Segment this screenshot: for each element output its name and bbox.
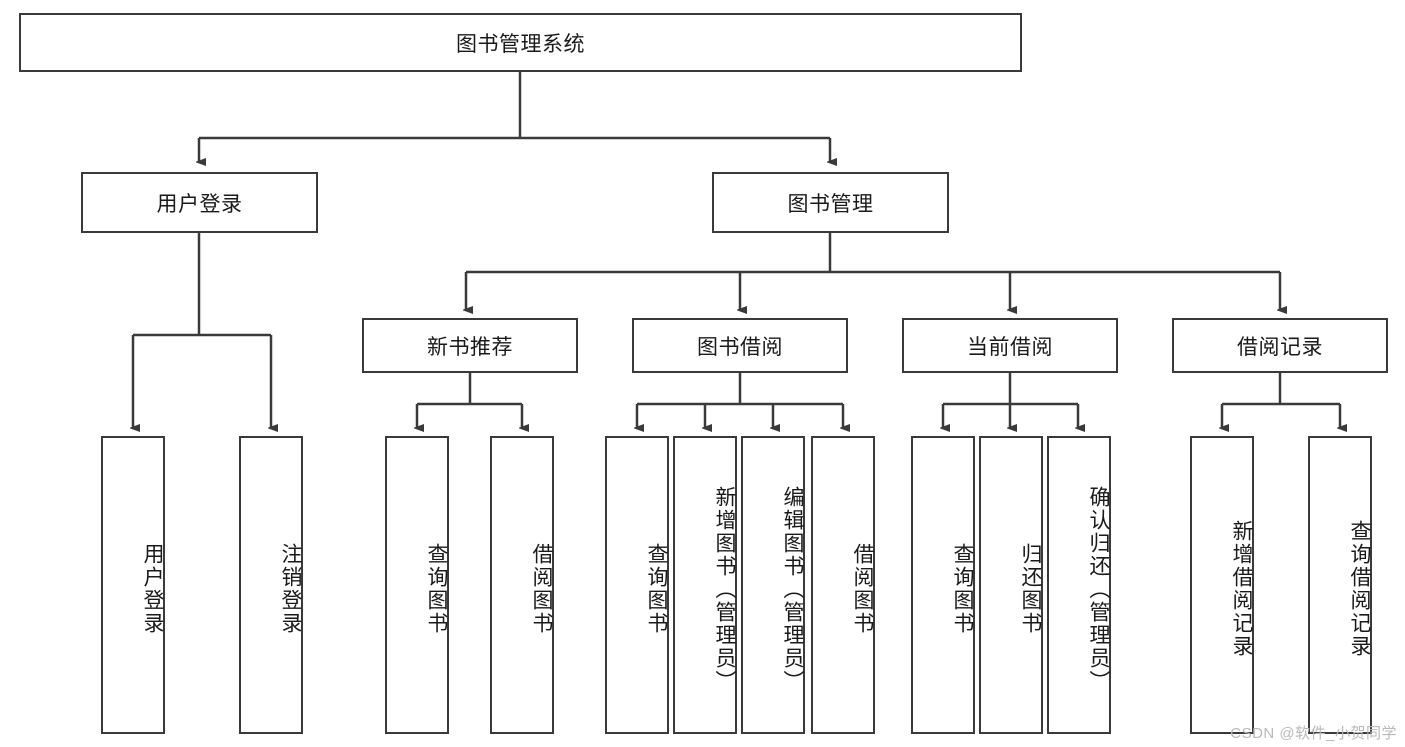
node-label: 用户登录	[141, 543, 164, 635]
node-label: 图书管理	[787, 192, 874, 216]
node-label: 借阅图书	[851, 543, 874, 635]
node-label: 编辑图书（管理员）	[781, 485, 804, 693]
leaf-record-query-record[interactable]: 查询借阅记录	[1308, 436, 1372, 734]
node-label: 查询图书	[645, 543, 668, 635]
leaf-recommend-borrow-book[interactable]: 借阅图书	[490, 436, 554, 734]
node-label: 新增图书（管理员）	[713, 485, 736, 693]
leaf-current-confirm-return-admin[interactable]: 确认归还（管理员）	[1047, 436, 1111, 734]
node-new-book-recommend[interactable]: 新书推荐	[362, 318, 578, 373]
node-label: 借阅记录	[1237, 335, 1323, 359]
node-label: 新增借阅记录	[1230, 520, 1253, 658]
node-label: 当前借阅	[967, 335, 1053, 359]
node-current-borrow[interactable]: 当前借阅	[902, 318, 1118, 373]
node-user-login[interactable]: 用户登录	[81, 172, 318, 233]
leaf-borrow-query-book[interactable]: 查询图书	[605, 436, 669, 734]
node-label: 注销登录	[279, 543, 302, 635]
node-label: 确认归还（管理员）	[1087, 485, 1110, 693]
leaf-recommend-query-book[interactable]: 查询图书	[385, 436, 449, 734]
node-label: 用户登录	[156, 192, 243, 216]
leaf-user-login-signin[interactable]: 用户登录	[101, 436, 165, 734]
leaf-borrow-add-book-admin[interactable]: 新增图书（管理员）	[673, 436, 737, 734]
leaf-record-add-record[interactable]: 新增借阅记录	[1190, 436, 1254, 734]
leaf-user-login-signout[interactable]: 注销登录	[239, 436, 303, 734]
node-label: 借阅图书	[530, 543, 553, 635]
leaf-borrow-edit-book-admin[interactable]: 编辑图书（管理员）	[741, 436, 805, 734]
node-label: 归还图书	[1019, 543, 1042, 635]
node-label: 查询图书	[951, 543, 974, 635]
leaf-current-query-book[interactable]: 查询图书	[911, 436, 975, 734]
watermark: CSDN @软件_小贺同学	[1230, 725, 1397, 742]
node-label: 查询图书	[425, 543, 448, 635]
leaf-current-return-book[interactable]: 归还图书	[979, 436, 1043, 734]
node-book-management[interactable]: 图书管理	[712, 172, 949, 233]
node-borrow-record[interactable]: 借阅记录	[1172, 318, 1388, 373]
node-book-borrow[interactable]: 图书借阅	[632, 318, 848, 373]
node-label: 查询借阅记录	[1348, 520, 1371, 658]
node-label: 图书管理系统	[456, 32, 585, 56]
node-label: 图书借阅	[697, 335, 783, 359]
node-root-system[interactable]: 图书管理系统	[19, 13, 1022, 72]
node-label: 新书推荐	[427, 335, 513, 359]
leaf-borrow-borrow-book[interactable]: 借阅图书	[811, 436, 875, 734]
